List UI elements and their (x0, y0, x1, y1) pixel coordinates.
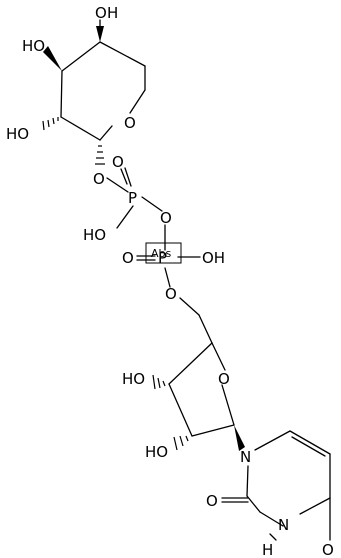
ribose-ring (168, 314, 235, 437)
hashed-bond (42, 117, 59, 131)
atom-label: HO (6, 125, 29, 143)
ribose-substituents (152, 374, 245, 451)
atom-label: O (93, 170, 105, 188)
atom-label: HO (122, 370, 145, 388)
sugar-substituents (42, 19, 105, 165)
atom-label: H (262, 541, 273, 558)
atom-label: O (95, 4, 107, 22)
wedge-bond (43, 46, 62, 71)
atom-label: O (165, 285, 177, 303)
hashed-bond (95, 145, 105, 165)
atom-label: N (278, 516, 289, 534)
abs-flag-label: Abs (151, 247, 172, 260)
atom-label: P (158, 249, 167, 267)
atom-label: O (122, 249, 134, 267)
atom-label: N (240, 448, 251, 466)
atom-label: O (160, 209, 172, 227)
atom-label: HO (22, 37, 45, 55)
atom-label: O (322, 541, 334, 558)
sugar-ring (60, 41, 146, 141)
hashed-bond (173, 435, 189, 451)
abs-flag-box (145, 242, 182, 264)
wedge-bond (96, 26, 104, 42)
diphosphate-bonds (106, 167, 201, 316)
atom-label: P (128, 189, 137, 207)
atom-label: OH (202, 249, 225, 267)
atom-label: O (218, 370, 230, 388)
atom-label: H (107, 4, 118, 22)
atom-label: O (112, 153, 124, 171)
uracil-ring (221, 430, 331, 541)
atom-label: HO (145, 443, 168, 461)
atom-labels: O H HO HO O O P O O HO P O OH O HO O HO … (6, 4, 334, 558)
abs-stereo-flag: Abs (145, 242, 182, 264)
atom-label: O (124, 114, 136, 132)
hashed-bond (152, 374, 166, 390)
atom-label: O (206, 492, 218, 510)
wedge-bond (234, 425, 245, 451)
atom-label: HO (83, 226, 106, 244)
